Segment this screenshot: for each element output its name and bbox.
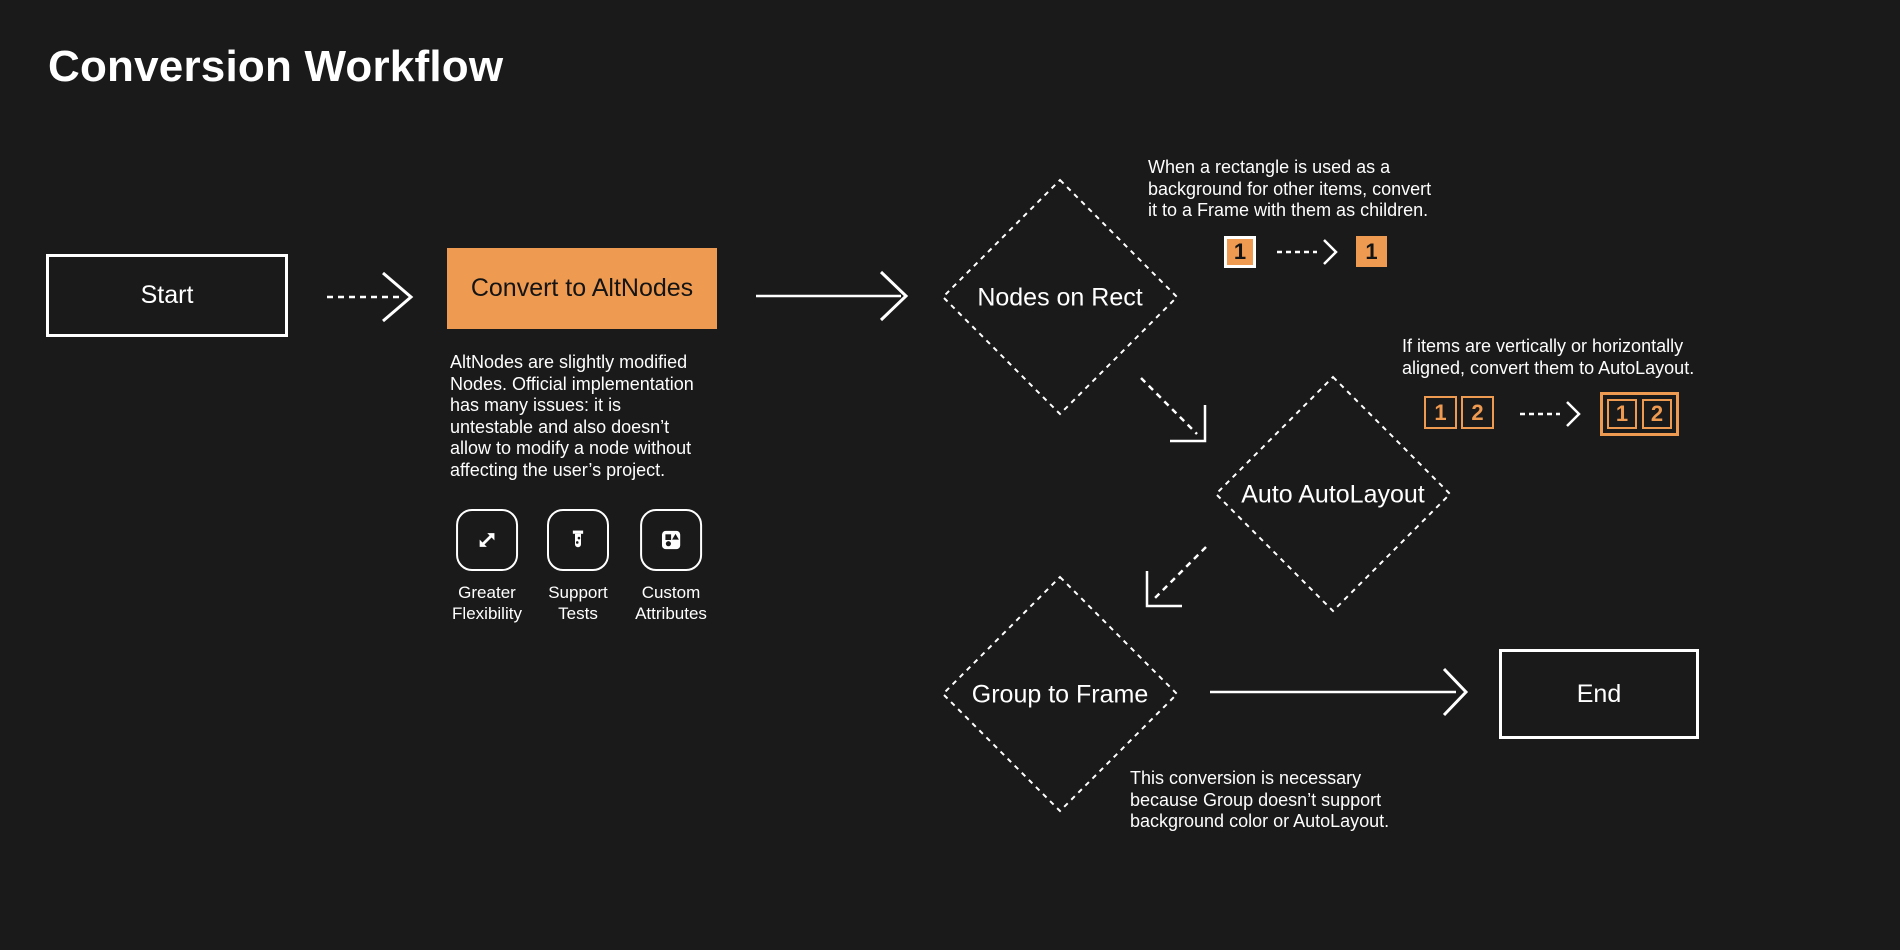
feature-greater-flexibility: Greater Flexibility (452, 509, 522, 624)
badge-align-after-2: 2 (1642, 399, 1672, 429)
feature-label: Support Tests (548, 583, 608, 623)
shapes-icon (640, 509, 702, 571)
note-altnodes: AltNodes are slightly modified Nodes. Of… (450, 352, 694, 480)
node-end[interactable]: End (1499, 649, 1699, 739)
page-title: Conversion Workflow (48, 42, 504, 91)
feature-support-tests: Support Tests (547, 509, 609, 624)
edge-start-to-convert (327, 271, 414, 323)
node-start[interactable]: Start (46, 254, 288, 337)
node-nodes-on-rect-label[interactable]: Nodes on Rect (977, 283, 1143, 312)
badge-arrow-align (1520, 401, 1581, 427)
feature-label: Custom Attributes (635, 583, 707, 623)
badge-align-after-1: 1 (1607, 399, 1637, 429)
node-convert-to-altnodes[interactable]: Convert to AltNodes (447, 248, 717, 329)
badge-rect-before: 1 (1224, 236, 1256, 268)
note-nodes-on-rect: When a rectangle is used as a background… (1148, 157, 1432, 220)
edge-convert-to-nodes-on-rect (756, 270, 909, 322)
expand-arrows-icon (456, 509, 518, 571)
edge-group-to-frame-to-end (1210, 667, 1469, 717)
edge-auto-autolayout-to-group-to-frame (1145, 546, 1207, 608)
node-convert-to-altnodes-label: Convert to AltNodes (470, 274, 694, 302)
node-start-label: Start (140, 281, 194, 309)
feature-custom-attributes: Custom Attributes (635, 509, 707, 624)
badge-align-before-1: 1 (1424, 396, 1457, 429)
node-end-label: End (1576, 679, 1622, 708)
feature-label: Greater Flexibility (452, 583, 522, 623)
node-auto-autolayout-label[interactable]: Auto AutoLayout (1241, 480, 1425, 509)
edge-nodes-on-rect-to-auto-autolayout (1140, 377, 1207, 443)
test-tube-icon (547, 509, 609, 571)
badge-arrow-rect (1277, 239, 1338, 265)
note-group-to-frame: This conversion is necessary because Gro… (1130, 768, 1390, 831)
badge-align-after-group: 1 2 (1600, 392, 1679, 436)
node-group-to-frame-label[interactable]: Group to Frame (971, 680, 1149, 709)
note-auto-autolayout: If items are vertically or horizontally … (1402, 336, 1695, 378)
badge-rect-after: 1 (1356, 236, 1387, 267)
badge-align-before-2: 2 (1461, 396, 1494, 429)
